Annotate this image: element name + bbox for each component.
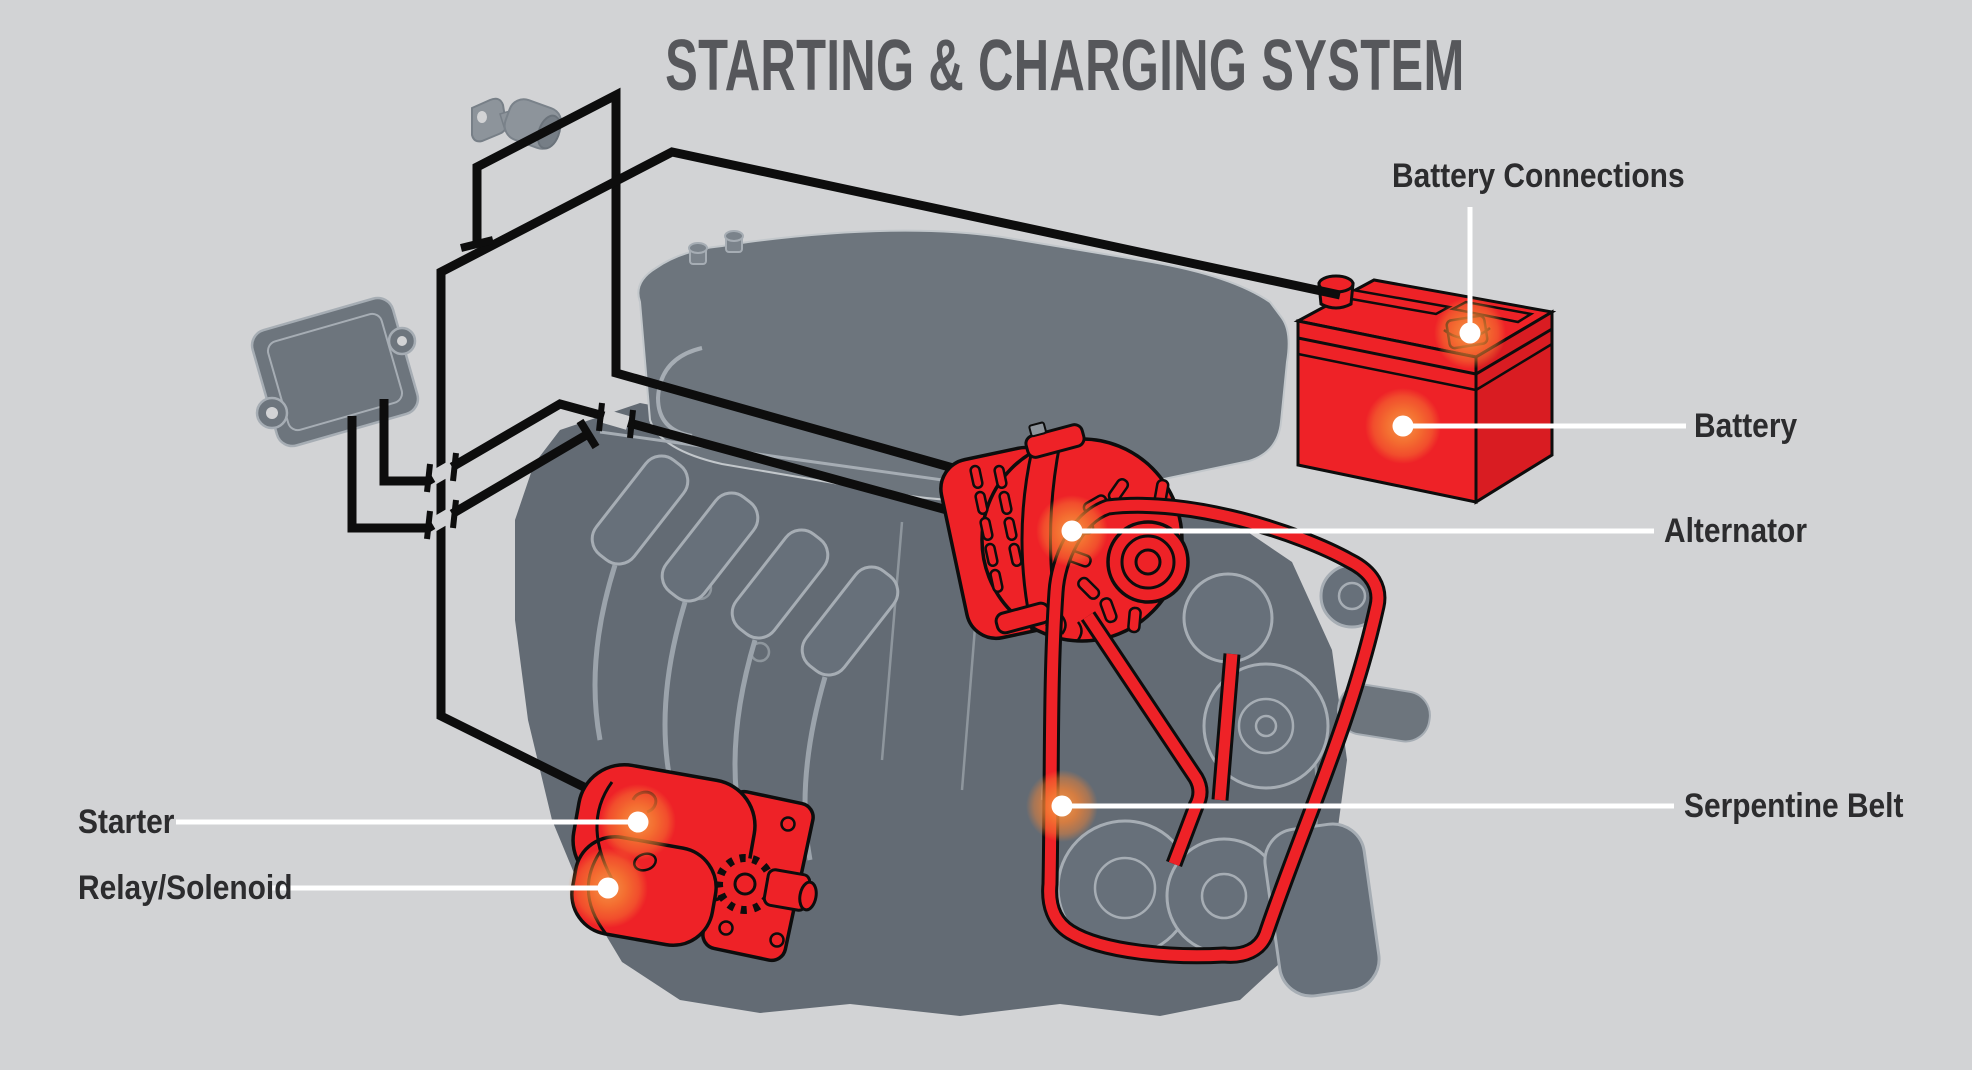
leader-lines xyxy=(176,207,1686,891)
callout-battery-connections: Battery Connections xyxy=(1392,159,1725,193)
wire-crossover-marks xyxy=(424,402,636,540)
alternator-rear-vents xyxy=(969,464,1023,594)
callout-dots xyxy=(597,322,1481,899)
wire-ignition xyxy=(472,87,987,482)
callout-battery-connections-label: Battery Connections xyxy=(1392,157,1685,195)
wire-end-caps xyxy=(460,236,600,450)
battery-illustration xyxy=(1293,274,1557,505)
callout-battery: Battery xyxy=(1694,409,1811,443)
wiring-harness xyxy=(347,87,1341,799)
page-title: STARTING & CHARGING SYSTEM xyxy=(0,30,1972,102)
serpentine-belt-shape xyxy=(1041,496,1387,965)
ignition-coils xyxy=(590,454,900,861)
callout-starter: Starter xyxy=(78,805,188,839)
wire-relay-b xyxy=(347,416,591,533)
callout-serpentine-belt: Serpentine Belt xyxy=(1684,789,1933,823)
page-title-text: STARTING & CHARGING SYSTEM xyxy=(665,26,1465,106)
callout-relay-solenoid-label: Relay/Solenoid xyxy=(78,869,293,907)
callout-alternator: Alternator xyxy=(1664,514,1826,548)
wire-battery-to-starter xyxy=(436,147,1341,799)
callout-serpentine-belt-label: Serpentine Belt xyxy=(1684,787,1904,825)
callout-relay-solenoid: Relay/Solenoid xyxy=(78,871,322,905)
alternator-pulley xyxy=(1106,520,1190,604)
callout-starter-label: Starter xyxy=(78,803,175,841)
relay-module-illustration xyxy=(250,296,420,448)
callout-battery-label: Battery xyxy=(1694,407,1798,445)
callout-alternator-label: Alternator xyxy=(1664,512,1807,550)
